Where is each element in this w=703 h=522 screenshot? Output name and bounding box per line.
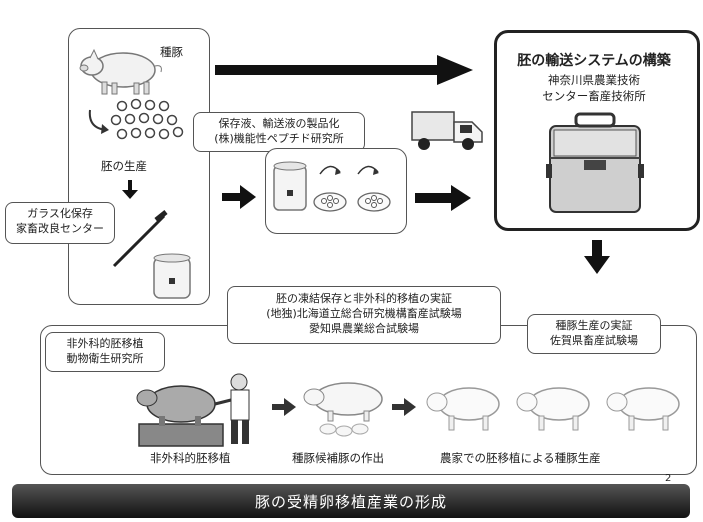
step-label-2: 種豚候補豚の作出 — [292, 451, 384, 465]
transfer-line-2: 動物衛生研究所 — [66, 352, 144, 365]
step-arrow-1 — [272, 398, 296, 416]
step-label-1: 非外科的胚移植 — [150, 451, 231, 465]
transfer-line-1: 非外科的胚移植 — [66, 337, 144, 350]
vitrification-line-2: 家畜改良センター — [16, 222, 104, 235]
transport-title: 胚の輸送システムの構築 — [517, 53, 671, 69]
solution-line-2: (株)機能性ペプチド研究所 — [214, 132, 344, 145]
step-label-3: 農家での胚移植による種豚生産 — [440, 451, 601, 465]
down-arrow-small — [122, 180, 138, 199]
embryo-cluster-icon — [110, 98, 184, 140]
vitrification-box: ガラス化保存 家畜改良センター — [5, 202, 115, 244]
curved-arrow-icon — [88, 109, 109, 134]
petri-dishes-icon — [313, 165, 391, 212]
down-arrow-large — [584, 240, 610, 274]
solution-label-box: 保存液、輸送液の製品化 (株)機能性ペプチド研究所 — [193, 112, 365, 152]
right-arrow-middle — [415, 185, 471, 211]
solution-line-1: 保存液、輸送液の製品化 — [218, 117, 340, 130]
frozen-line-3: 愛知県農業総合試験場 — [309, 322, 419, 335]
storage-tube-icon — [153, 253, 191, 299]
breeding-line-1: 種豚生産の実証 — [555, 319, 633, 332]
footer-title: 豚の受精卵移植産業の形成 — [254, 492, 447, 511]
truck-icon — [411, 111, 483, 150]
farm-pig-icon-1 — [426, 387, 500, 431]
frozen-line-2: (地独)北海道立総合研究機構畜産試験場 — [266, 307, 462, 320]
page-number: 2 — [665, 473, 672, 484]
vitrification-line-1: ガラス化保存 — [27, 207, 93, 220]
solution-bottle-icon — [273, 161, 307, 211]
embryo-production-label: 胚の生産 — [101, 159, 147, 173]
transfer-box: 非外科的胚移植 動物衛生研究所 — [45, 332, 165, 372]
frozen-line-1: 胚の凍結保存と非外科的移植の実証 — [276, 292, 452, 305]
farm-pig-icon-2 — [516, 387, 590, 431]
frozen-demo-box: 胚の凍結保存と非外科的移植の実証 (地独)北海道立総合研究機構畜産試験場 愛知県… — [227, 286, 501, 344]
transport-case-icon — [546, 112, 644, 213]
transport-subtitle-2: センター畜産技術所 — [542, 89, 646, 103]
pig-icon — [79, 48, 162, 95]
right-arrow-left — [222, 185, 256, 209]
transport-subtitle-1: 神奈川県農業技術 — [548, 73, 640, 87]
candidate-pig-icon — [303, 382, 383, 437]
long-right-arrow — [215, 55, 473, 85]
step-arrow-2 — [392, 398, 416, 416]
breeding-demo-box: 種豚生産の実証 佐賀県畜産試験場 — [527, 314, 661, 354]
straw-icon — [112, 210, 168, 268]
footer-title-bar: 豚の受精卵移植産業の形成 — [12, 484, 690, 518]
transfer-scene-icon — [136, 373, 250, 447]
breeding-line-2: 佐賀県畜産試験場 — [550, 334, 638, 347]
breeding-pig-label: 種豚 — [160, 45, 183, 59]
farm-pig-icon-3 — [606, 387, 680, 431]
